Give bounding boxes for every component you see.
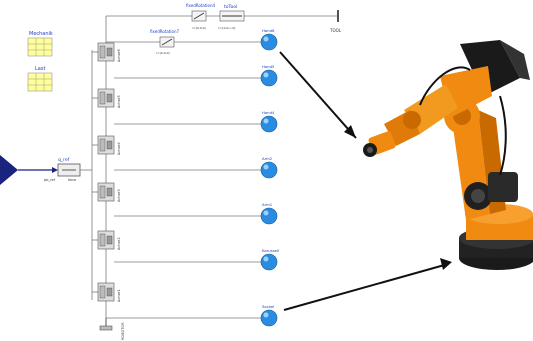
sphere-icon	[260, 69, 278, 87]
gear-axis-icon	[106, 93, 113, 103]
frame-label: Sockel	[262, 304, 274, 309]
sphere-icon	[260, 161, 278, 179]
gear-axis-icon	[99, 185, 106, 199]
axis-label: Achse6	[117, 49, 121, 62]
fixed-rotation-4-label: fixedRotation4	[186, 3, 215, 8]
tool-label: TOOL	[329, 28, 342, 33]
ground-label: ROBOTOR	[121, 322, 125, 340]
gear-axis-icon	[99, 285, 106, 299]
sphere-highlight	[263, 256, 269, 262]
axis-label: Achse1	[117, 289, 121, 302]
pointer-arrow-hand	[279, 51, 357, 139]
axis-label: Achse3	[117, 189, 121, 202]
sphere-highlight	[263, 36, 269, 42]
to-tool-label: toTool	[224, 4, 237, 10]
sphere-icon	[260, 253, 278, 271]
sphere-icon	[260, 207, 278, 225]
ground-icon[interactable]	[99, 318, 113, 331]
frame-connector-1[interactable]: Hand6	[260, 28, 278, 51]
axis-block-4[interactable]: Achse3	[92, 182, 121, 202]
frame-connector-4[interactable]: Arm2	[114, 156, 278, 179]
load-table-icon[interactable]	[27, 72, 53, 92]
frame-label: Hand4	[262, 110, 275, 115]
sphere-icon	[260, 309, 278, 327]
fixed-rotation-7-block[interactable]	[159, 36, 175, 48]
axis-block-1[interactable]: Achse6	[92, 42, 121, 62]
fixed-rotation-4-params: r=(0,0,0)	[192, 26, 206, 30]
gear-axis-icon	[106, 287, 113, 297]
axis-block-6[interactable]: Achse1	[92, 282, 121, 302]
axis-ref-block[interactable]: q_ref pb_ref hbra	[44, 157, 81, 182]
to-tool-params: r={0,0,c,d}	[218, 26, 236, 30]
fixed-rotation-4-block[interactable]	[191, 10, 207, 22]
sphere-icon	[260, 33, 278, 51]
frame-connector-5[interactable]: Arm1	[114, 202, 278, 225]
sphere-highlight	[263, 72, 269, 78]
load-label: Last	[35, 66, 45, 72]
pointer-arrowhead-base	[440, 258, 452, 270]
gear-axis-icon	[106, 235, 113, 245]
axis-ref-label: q_ref	[58, 157, 70, 163]
frame-label: Karussell	[262, 248, 279, 253]
input-triangle-icon[interactable]	[0, 155, 18, 185]
sphere-highlight	[263, 118, 269, 124]
gear-axis-icon	[106, 187, 113, 197]
frame-label: Hand5	[262, 64, 275, 69]
pointer-arrow-base	[283, 263, 449, 311]
sphere-icon	[260, 115, 278, 133]
industrial-robot-icon	[363, 40, 533, 270]
axis-block-2[interactable]: Achse5	[92, 88, 121, 108]
sphere-highlight	[263, 312, 269, 318]
gear-axis-icon	[99, 91, 106, 105]
gear-axis-icon	[99, 233, 106, 247]
sphere-highlight	[263, 164, 269, 170]
axis-label: Achse5	[117, 95, 121, 108]
frame-connector-3[interactable]: Hand4	[114, 110, 278, 133]
fixed-rotation-7-params: r=(0,0,0)	[156, 51, 170, 55]
mechanics-label: Mechanik	[29, 31, 53, 37]
axis-label: Achse4	[117, 142, 121, 155]
frame-label: Hand6	[262, 28, 275, 33]
axis-ref-sub-right: hbra	[68, 178, 76, 182]
axis-block-3[interactable]: Achse4	[92, 135, 121, 155]
axis-label: Achse2	[117, 237, 121, 250]
fixed-rotation-7-label: fixedRotation7	[150, 29, 179, 34]
mechanics-table-icon[interactable]	[27, 37, 53, 57]
frame-connector-6[interactable]: Karussell	[114, 248, 279, 271]
frame-label: Arm1	[262, 202, 273, 207]
to-tool-block[interactable]	[219, 10, 245, 22]
gear-axis-icon	[99, 138, 106, 152]
sphere-highlight	[263, 210, 269, 216]
gear-axis-icon	[106, 47, 113, 57]
pointer-arrowhead-hand	[344, 125, 356, 138]
frame-connector-7[interactable]: Sockel	[260, 304, 278, 327]
gear-axis-icon	[99, 45, 106, 59]
axis-ref-sub-left: pb_ref	[44, 178, 56, 182]
frame-connector-2[interactable]: Hand5	[114, 64, 278, 87]
axis-block-5[interactable]: Achse2	[92, 230, 121, 250]
signal-arrowhead	[52, 167, 58, 173]
frame-label: Arm2	[262, 156, 273, 161]
gear-axis-icon	[106, 140, 113, 150]
